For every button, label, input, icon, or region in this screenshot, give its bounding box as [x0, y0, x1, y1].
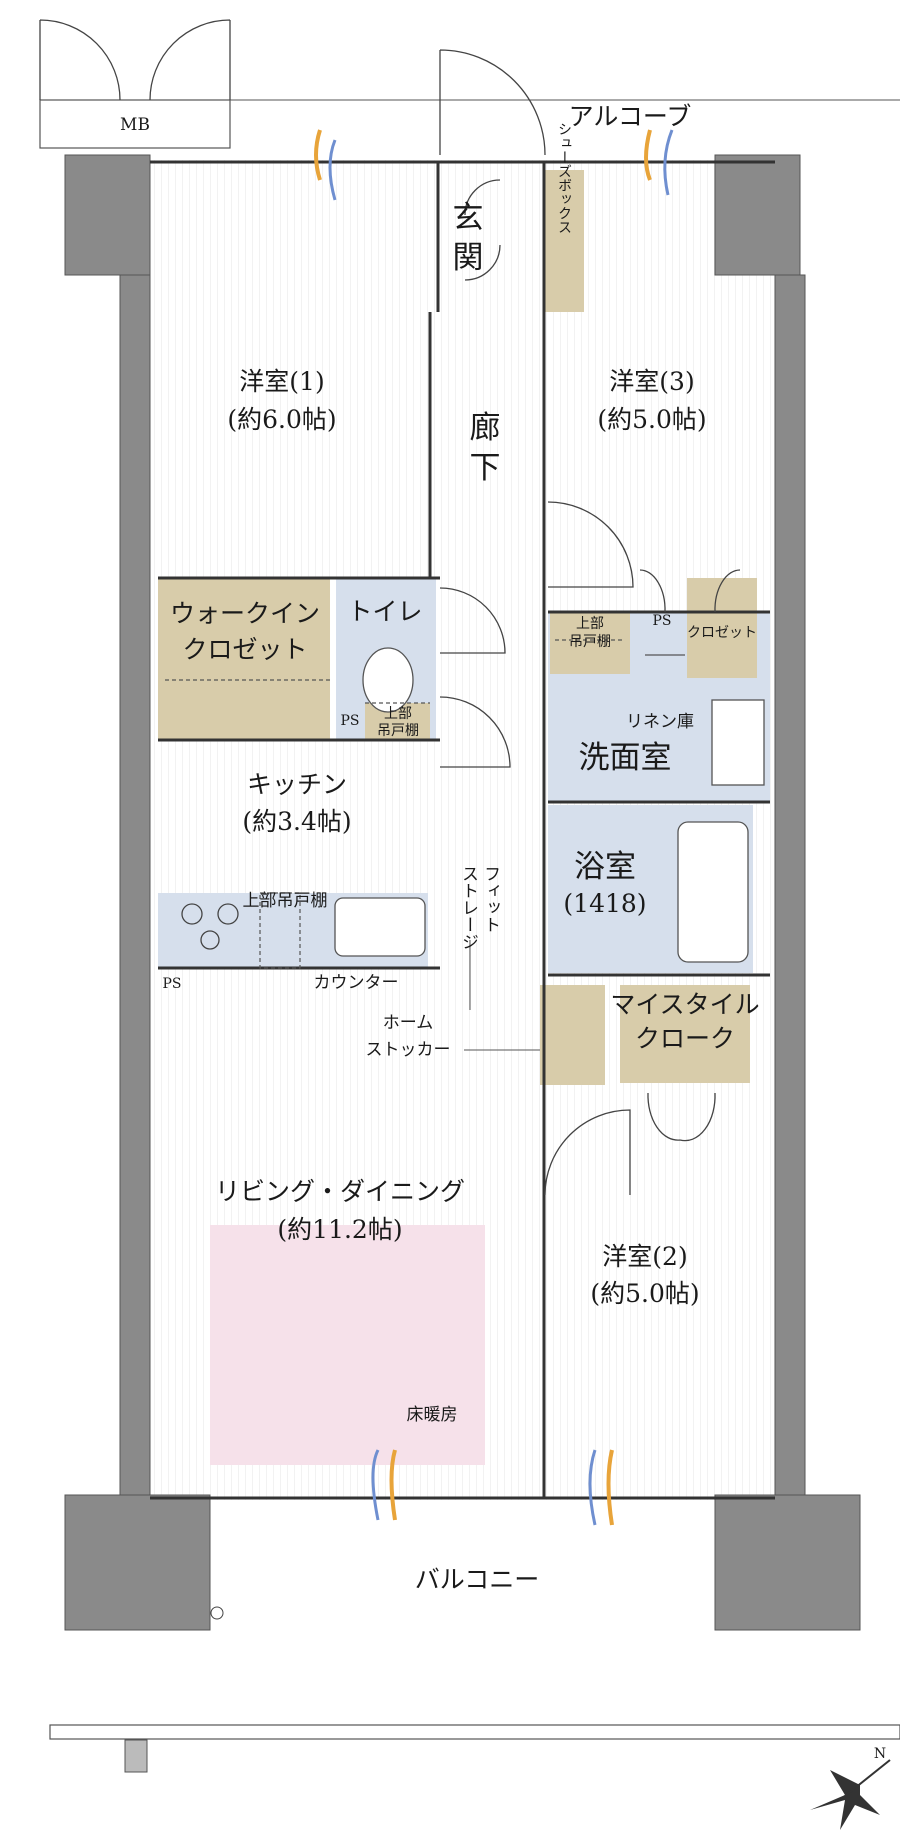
room1-name: 洋室(1) — [239, 367, 324, 396]
kitchen-name: キッチン — [247, 770, 347, 799]
ventilation — [314, 129, 674, 1526]
balcony-drain — [210, 1606, 224, 1620]
living-name: リビング・ダイニング — [215, 1177, 465, 1206]
room3-name: 洋室(3) — [609, 367, 694, 396]
wic-label-1: ウォークイン — [170, 599, 320, 628]
walls — [64, 154, 861, 1631]
upper-cabinet-outline — [259, 892, 301, 969]
mb-label: MB — [120, 115, 150, 135]
wic-floor — [158, 578, 330, 740]
linen-label: リネン庫 — [626, 712, 694, 732]
toilet-bowl — [362, 647, 414, 713]
toilet-upper-label-2: 吊戸棚 — [377, 723, 419, 739]
wind-blue-icon — [371, 1449, 380, 1521]
corridor-label-2: 下 — [470, 450, 501, 486]
shoebox-label: シューズボックス — [556, 122, 572, 234]
ps-label-toilet: PS — [340, 713, 359, 729]
floor-heating-label: 床暖房 — [407, 1405, 458, 1425]
wash-upper-label-2: 吊戸棚 — [569, 634, 611, 650]
interior-walls — [150, 160, 775, 1500]
mb-door-right — [149, 19, 231, 101]
mb-door-left — [39, 19, 121, 101]
bath-size: (1418) — [563, 889, 646, 918]
bath-label: 浴室 — [574, 849, 636, 885]
my-style-label-2: クローク — [635, 1024, 735, 1053]
wall-closet-label: クロゼット — [687, 625, 757, 641]
wall-closet-floor — [687, 578, 757, 678]
wind-blue-icon — [588, 1449, 597, 1526]
wind-orange-icon — [606, 1449, 614, 1526]
wic-label-2: クロゼット — [182, 635, 307, 664]
washroom-label: 洗面室 — [579, 740, 672, 776]
ps-label-wash: PS — [652, 613, 671, 629]
kitchen-upper-label: 上部吊戸棚 — [243, 891, 328, 911]
balcony-rail — [49, 1724, 900, 1740]
living-size: (約11.2帖) — [277, 1215, 402, 1244]
balcony-label: バルコニー — [415, 1565, 540, 1594]
my-style-label-1: マイスタイル — [610, 990, 759, 1019]
floor-heating-area — [210, 1225, 485, 1465]
wind-blue-icon — [328, 139, 337, 201]
stove-burner — [200, 930, 220, 950]
home-stocker-floor — [540, 985, 605, 1085]
fit-storage-label-1: フィット — [480, 865, 500, 933]
home-stocker-label-2: ストッカー — [366, 1040, 451, 1060]
sink — [711, 699, 765, 786]
entrance-door-swing — [439, 49, 546, 156]
wind-blue-icon — [663, 129, 674, 196]
my-style-cloak-floor — [620, 985, 750, 1083]
alcove-label: アルコーブ — [569, 102, 692, 131]
wind-orange-icon — [314, 129, 322, 181]
rail-post — [124, 1739, 148, 1773]
shoebox-floor — [544, 170, 584, 312]
room2-name: 洋室(2) — [602, 1242, 687, 1271]
bathtub — [677, 821, 749, 963]
fit-storage-label-2: ストレージ — [458, 865, 478, 950]
wind-orange-icon — [644, 129, 652, 181]
stove-burner — [181, 903, 203, 925]
home-stocker-label-1: ホーム — [383, 1013, 434, 1033]
kitchen-sink — [334, 897, 426, 957]
mb-box — [39, 99, 231, 149]
stove-burner — [217, 903, 239, 925]
compass-icon — [810, 1759, 891, 1830]
room3-size: (約5.0帖) — [597, 405, 706, 434]
counter-label: カウンター — [314, 973, 399, 993]
corridor-label-1: 廊 — [470, 410, 501, 446]
room2-size: (約5.0帖) — [590, 1279, 699, 1308]
doors — [439, 179, 741, 1196]
ps-label-kitchen: PS — [162, 976, 181, 992]
genkan-label-2: 関 — [453, 240, 484, 276]
genkan-label-1: 玄 — [453, 200, 484, 236]
kitchen-size: (約3.4帖) — [242, 807, 351, 836]
wash-upper-label-1: 上部 — [576, 616, 604, 632]
north-label: N — [874, 1746, 886, 1762]
fixtures — [165, 639, 765, 969]
toilet-upper-label-1: 上部 — [384, 706, 412, 722]
room1-size: (約6.0帖) — [227, 405, 336, 434]
wind-orange-icon — [389, 1449, 397, 1521]
linen-floor — [550, 612, 630, 674]
toilet-label: トイレ — [347, 597, 422, 626]
